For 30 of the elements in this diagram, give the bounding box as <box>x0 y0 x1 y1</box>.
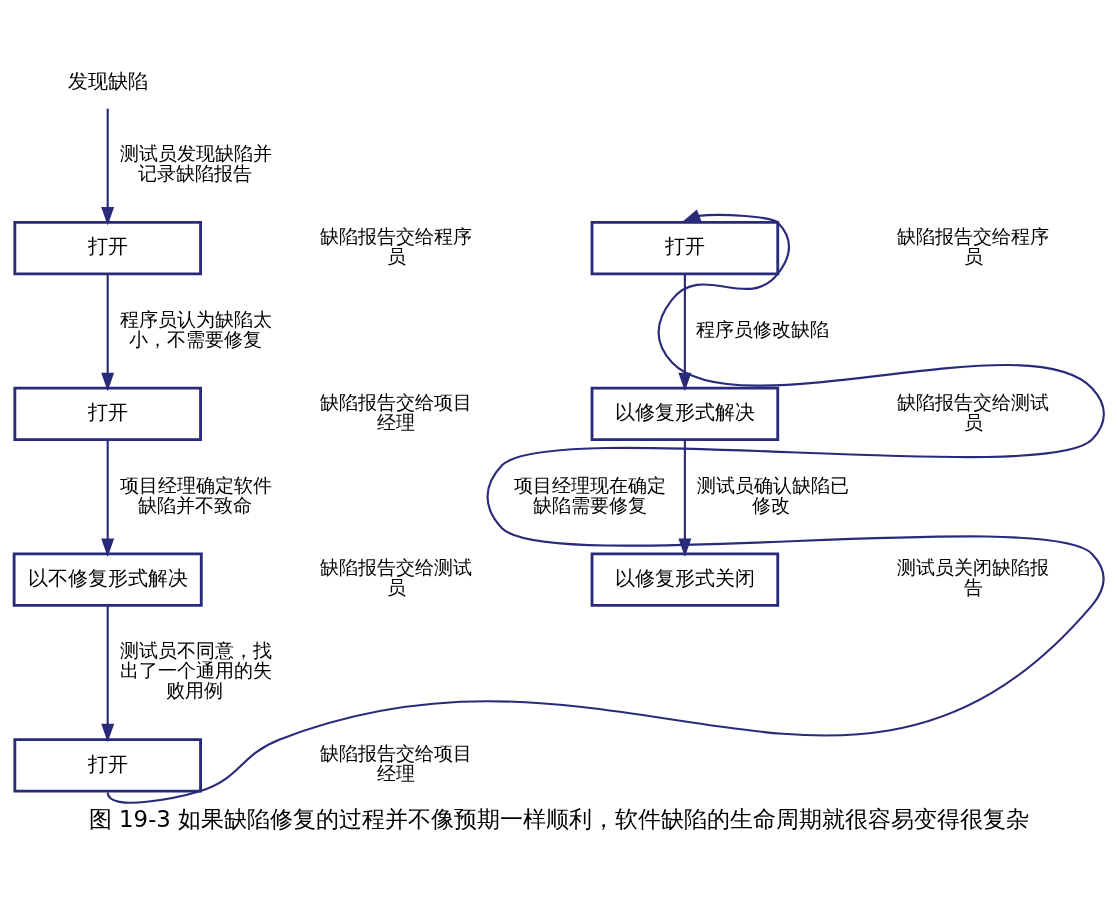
arrow <box>678 440 692 557</box>
label: 测试员关闭缺陷报告 <box>897 557 1050 599</box>
node-box: 以修复形式关闭 <box>590 552 780 607</box>
node-text: 发现缺陷 <box>67 68 148 93</box>
arrow <box>101 274 115 392</box>
arrow <box>101 108 115 226</box>
arrow <box>678 274 692 392</box>
label: 缺陷报告交给程序员 <box>320 226 473 268</box>
edge-label: 测试员发现缺陷并记录缺陷报告 <box>119 143 272 185</box>
node-box: 打开 <box>13 221 202 276</box>
edge-label: 项目经理现在确定缺陷需要修复 <box>514 474 667 516</box>
arrow <box>107 209 1103 804</box>
label: 缺陷报告交给测试员 <box>320 557 473 599</box>
edge-label: 程序员修改缺陷 <box>696 318 830 340</box>
arrow <box>101 605 115 743</box>
node-box: 以修复形式解决 <box>590 386 780 442</box>
node-box: 打开 <box>590 221 780 276</box>
label: 缺陷报告交给项目经理 <box>320 743 473 785</box>
node-box: 以不修复形式解决 <box>12 552 203 607</box>
node-box: 打开 <box>13 738 202 793</box>
edge-label: 测试员不同意，找出了一个通用的失败用例 <box>119 640 272 702</box>
label: 缺陷报告交给项目经理 <box>320 391 473 433</box>
edge-label: 程序员认为缺陷太小，不需要修复 <box>119 308 272 350</box>
label: 缺陷报告交给测试员 <box>897 391 1050 433</box>
node-box: 打开 <box>13 386 202 442</box>
caption: 图 19-3 如果缺陷修复的过程并不像预期一样顺利，软件缺陷的生命周期就很容易变得很复杂 <box>88 806 1030 833</box>
edge-label: 项目经理确定软件缺陷并不致命 <box>119 474 272 516</box>
edge-label: 测试员确认缺陷已修改 <box>697 474 850 516</box>
label: 缺陷报告交给程序员 <box>897 226 1050 268</box>
arrow <box>101 440 115 557</box>
